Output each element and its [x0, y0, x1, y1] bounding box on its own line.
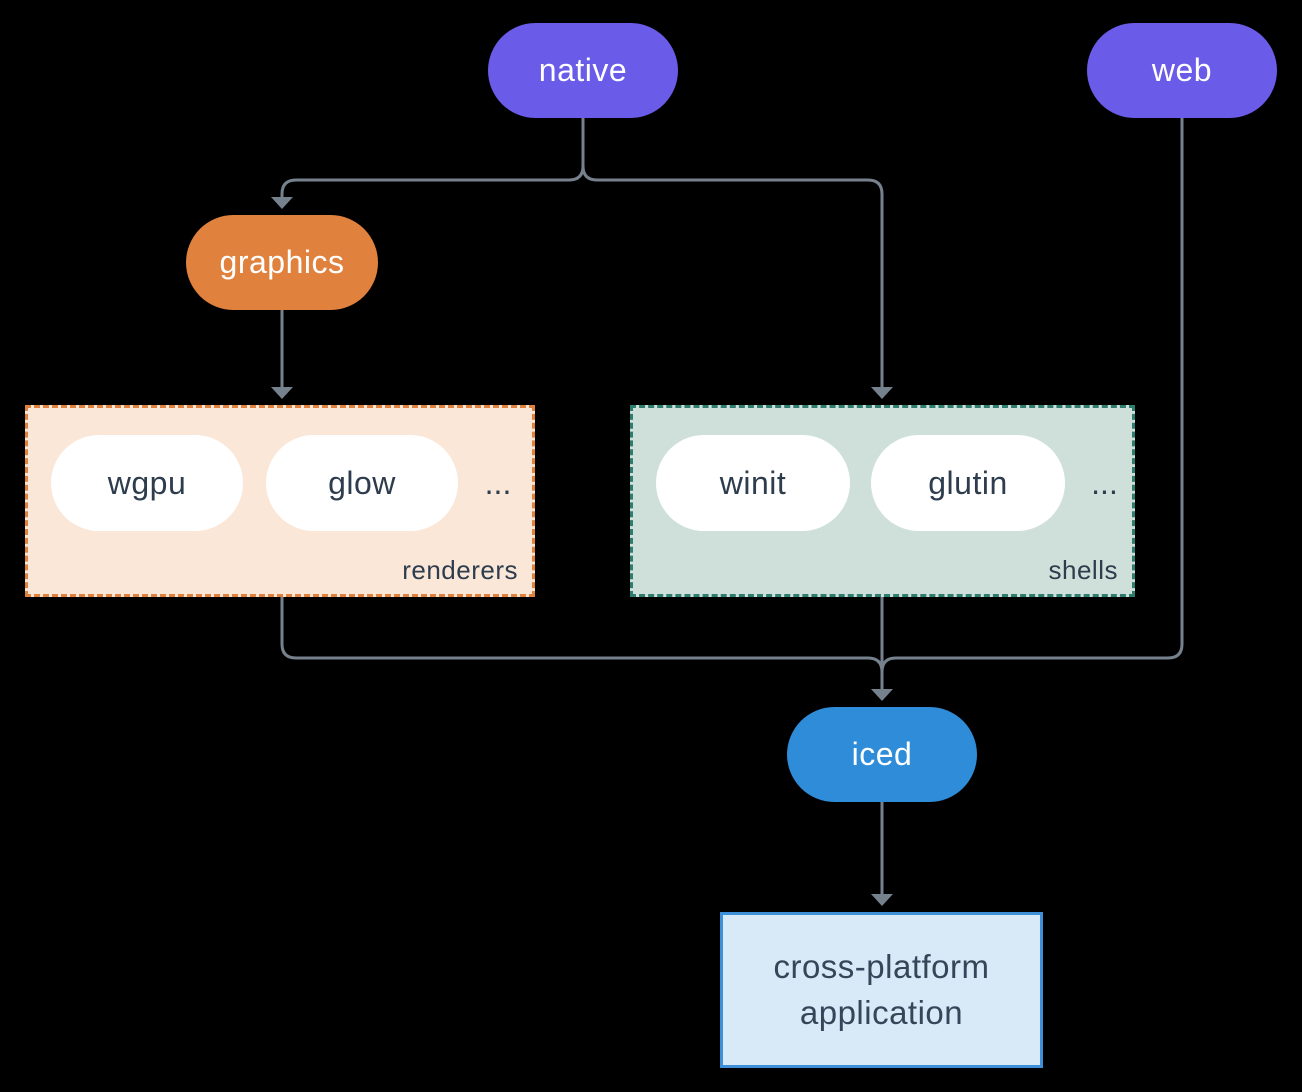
node-web-label: web: [1151, 52, 1213, 88]
pill-winit: winit: [656, 435, 850, 531]
shells-ellipsis: ...: [1091, 464, 1118, 501]
arrowhead-into-graphics-icon: [271, 197, 293, 209]
pill-glutin: glutin: [871, 435, 1065, 531]
node-iced-label: iced: [851, 736, 913, 772]
pill-glow-label: glow: [328, 464, 396, 501]
pill-glutin-label: glutin: [928, 464, 1008, 501]
connector-native-to-graphics: [280, 118, 585, 197]
pill-wgpu: wgpu: [51, 435, 243, 531]
app-label-line-2: application: [799, 994, 964, 1031]
renderers-ellipsis: ...: [484, 464, 512, 501]
app-box: cross-platform application: [720, 912, 1043, 1068]
pill-winit-label: winit: [719, 464, 787, 501]
node-native-label: native: [538, 52, 628, 88]
node-graphics: graphics: [186, 215, 378, 310]
arrowhead-into-shells-icon: [871, 387, 893, 399]
node-native: native: [488, 23, 678, 118]
pill-wgpu-label: wgpu: [107, 464, 187, 501]
connector-web-to-iced: [880, 118, 1184, 689]
node-iced: iced: [787, 707, 977, 802]
arrowhead-into-app-icon: [871, 894, 893, 906]
group-renderers: wgpu glow ... renderers: [25, 405, 535, 597]
node-graphics-label: graphics: [219, 244, 345, 280]
node-web: web: [1087, 23, 1277, 118]
shells-group-label: shells: [1048, 555, 1118, 585]
group-shells: winit glutin ... shells: [630, 405, 1135, 597]
arrowhead-into-iced-icon: [871, 689, 893, 701]
renderers-group-label: renderers: [402, 555, 518, 585]
connector-renderers-to-iced: [280, 597, 884, 689]
arrowhead-into-renderers-icon: [271, 387, 293, 399]
app-label-line-1: cross-platform: [773, 948, 990, 985]
pill-glow: glow: [266, 435, 458, 531]
connector-native-to-shells: [581, 118, 884, 387]
